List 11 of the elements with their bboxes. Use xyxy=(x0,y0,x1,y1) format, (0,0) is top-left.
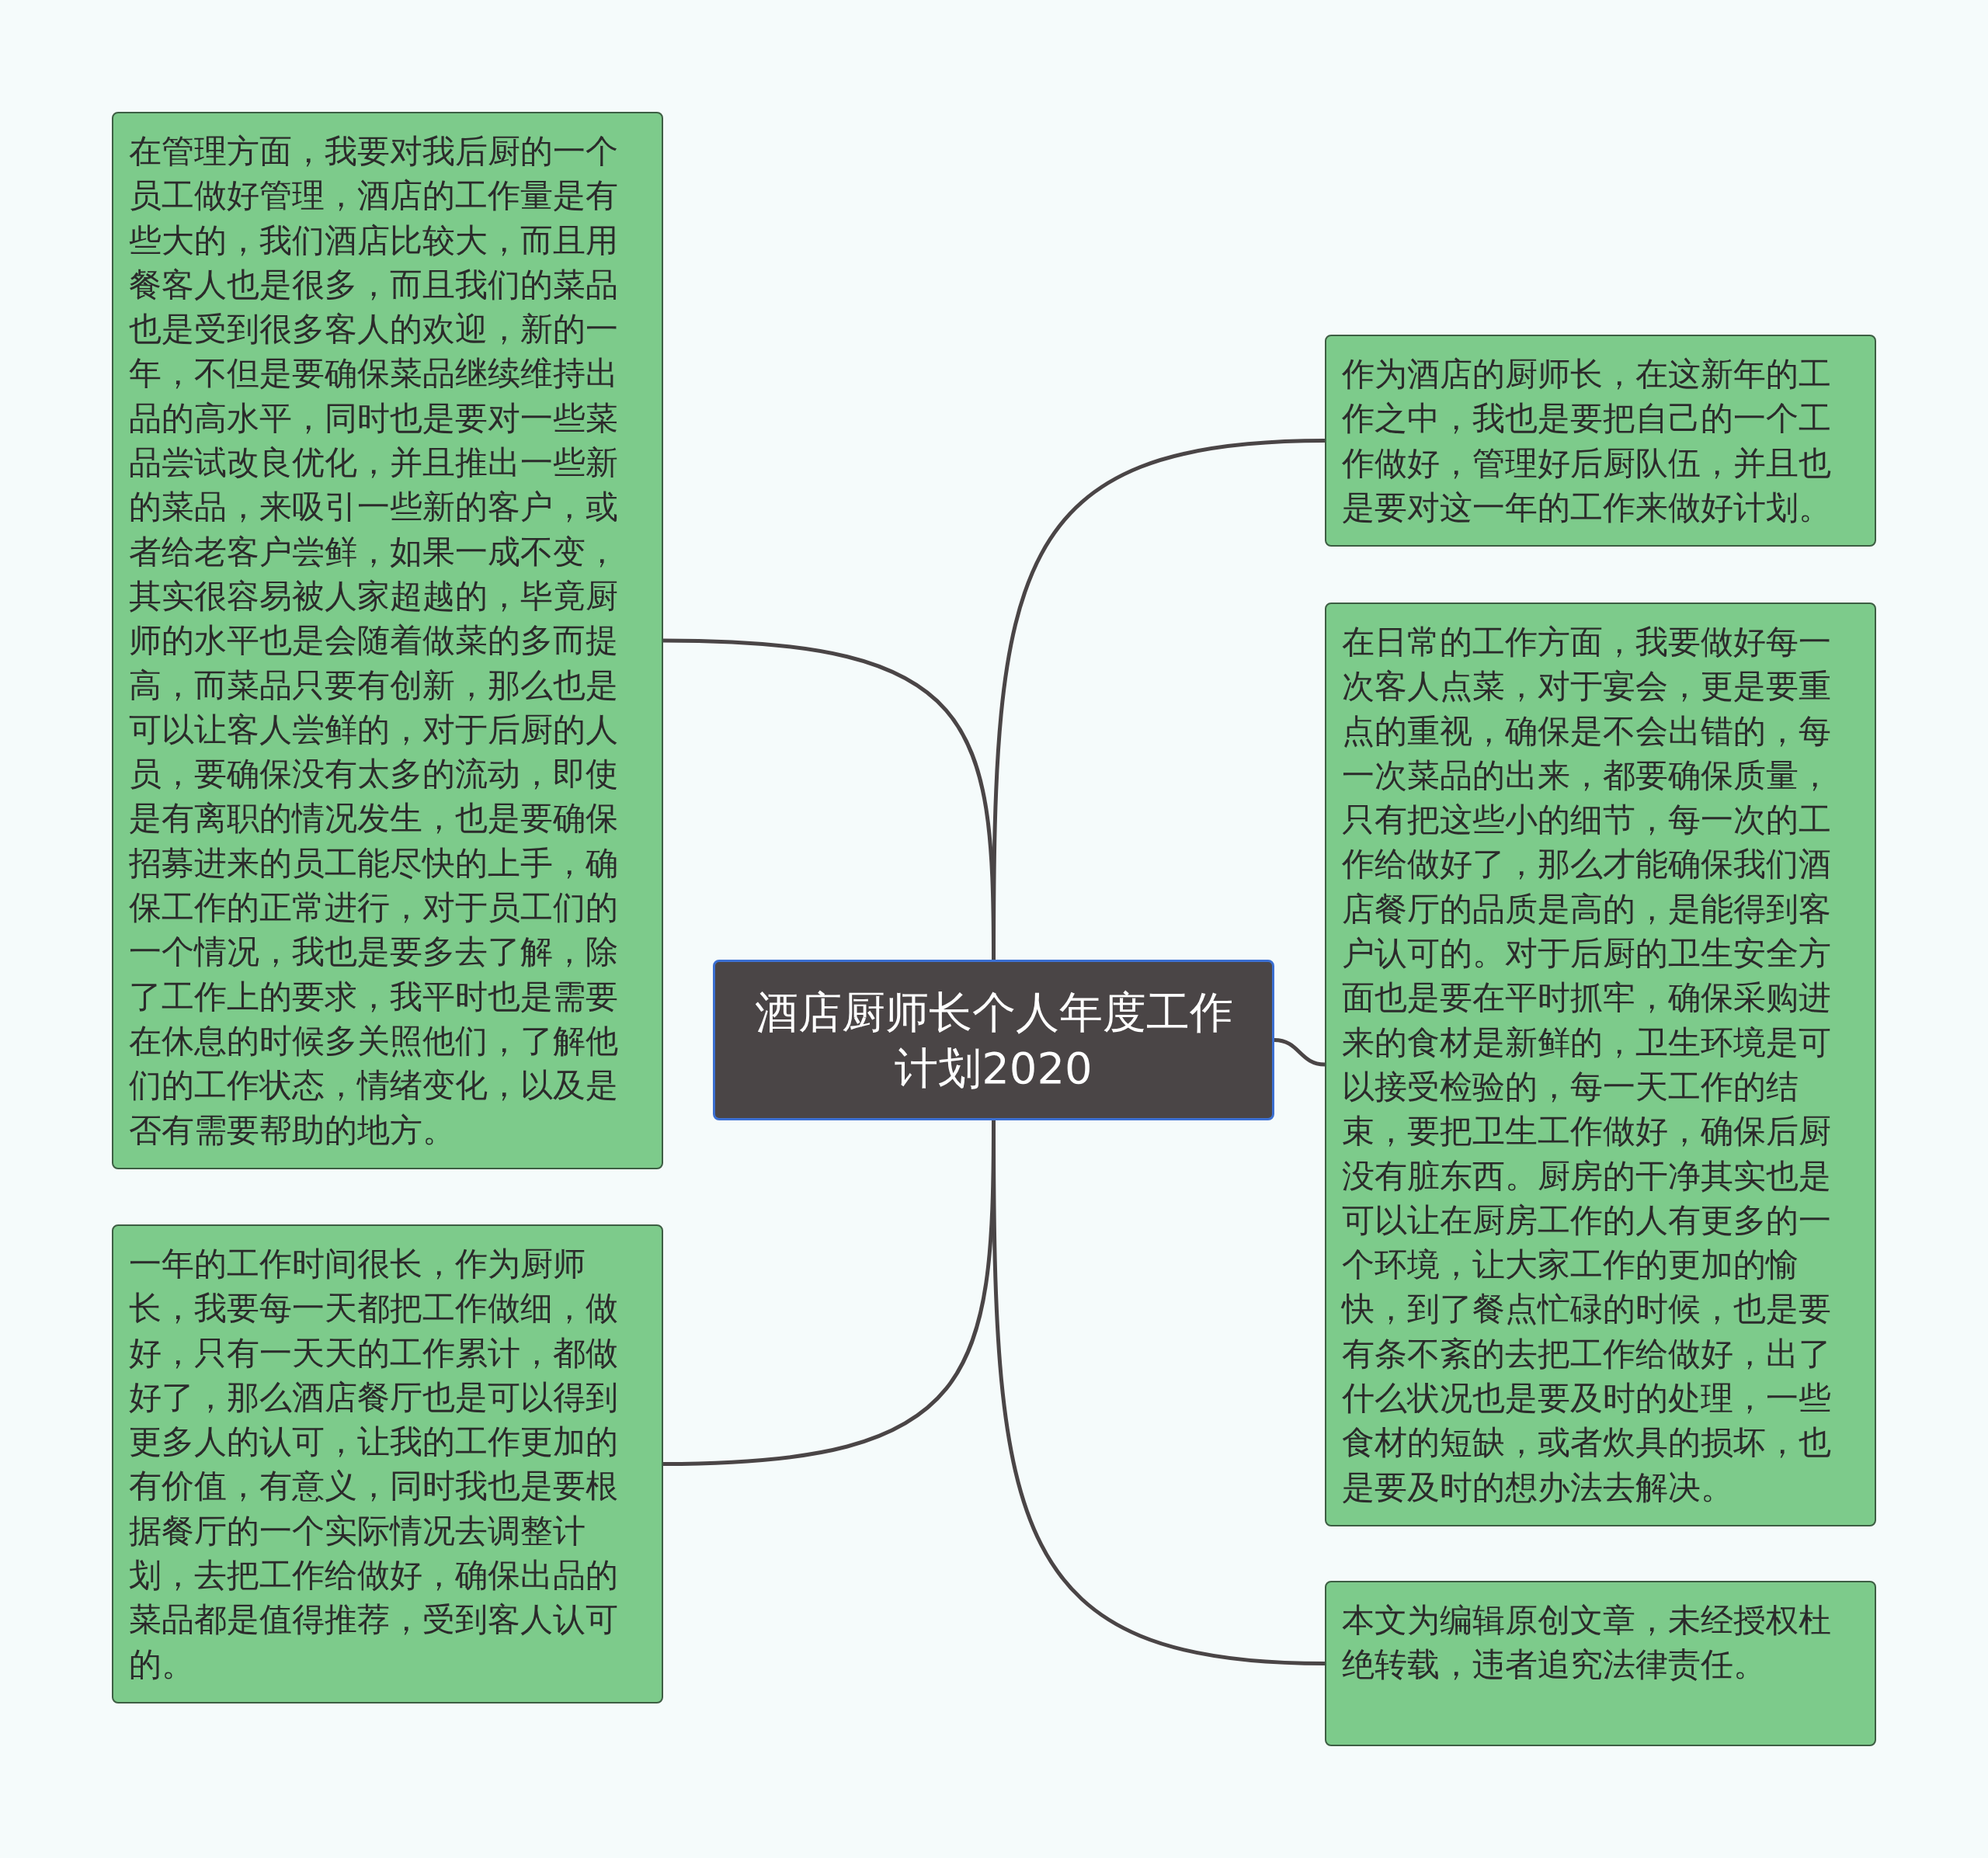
note-text: 在管理方面，我要对我后厨的一个员工做好管理，酒店的工作量是有些大的，我们酒店比较大，而且用餐客人也是很多，而且我们的菜品也是受到很多客人的欢迎，新的一年，不但是要确保菜品继续维持出品的高水平，同时也是要对一些菜品尝试改良优化，并且推出一些新的菜品，来吸引一些新的客户，或者给老客户尝鲜，如果一成不变，其实很容易被人家超越的，毕竟厨师的水平也是会随着做菜的多而提高，而菜品只要有创新，那么也是可以让客人尝鲜的，对于后厨的人员，要确保没有太多的流动，即使是有离职的情况发生，也是要确保招募进来的员工能尽快的上手，确保工作的正常进行，对于员工们的一个情况，我也是要多去了解，除了工作上的要求，我平时也是需要在休息的时候多关照他们，了解他们的工作状态，情绪变化，以及是否有需要帮助的地方。 xyxy=(129,131,619,1151)
note-text: 一年的工作时间很长，作为厨师长，我要每一天都把工作做细，做好，只有一天天的工作累计，都做好了，那么酒店餐厅也是可以得到更多人的认可，让我的工作更加的有价值，有意义，同时我也是要根据餐厅的一个实际情况去调整计划，去把工作给做好，确保出品的菜品都是值得推荐，受到客人认可的。 xyxy=(129,1244,619,1685)
note-card xyxy=(1325,1581,1876,1746)
note-card xyxy=(1325,335,1876,547)
topic-title: 酒店厨师长个人年度工作计划2020 xyxy=(753,985,1234,1095)
connector-line xyxy=(1274,1038,1326,1067)
topic-box xyxy=(713,960,1274,1120)
note-text: 在日常的工作方面，我要做好每一次客人点菜，对于宴会，更是要重点的重视，确保是不会出错的，每一次菜品的出来，都要确保质量，只有把这些小的细节，每一次的工作给做好了，那么才能确保我们酒店餐厅的品质是高的，是能得到客户认可的。对于后厨的卫生安全方面也是要在平时抓牢，确保采购进来的食材是新鲜的，卫生环境是可以接受检验的，每一天工作的结束，要把卫生工作做好，确保后厨没有脏东西。厨房的干净其实也是可以让在厨房工作的人有更多的一个环境，让大家工作的更加的愉快，到了餐点忙碌的时候，也是要有条不紊的去把工作给做好，出了什么状况也是要及时的处理，一些食材的短缺，或者炊具的损坏，也是要及时的想办法去解决。 xyxy=(1342,622,1832,1508)
note-text: 本文为编辑原创文章，未经授权杜绝转载，违者追究法律责任。 xyxy=(1342,1600,1832,1686)
note-card xyxy=(112,1224,663,1703)
note-text: 作为酒店的厨师长，在这新年的工作之中，我也是要把自己的一个工作做好，管理好后厨队伍，并且也是要对这一年的工作来做好计划。 xyxy=(1342,354,1832,528)
